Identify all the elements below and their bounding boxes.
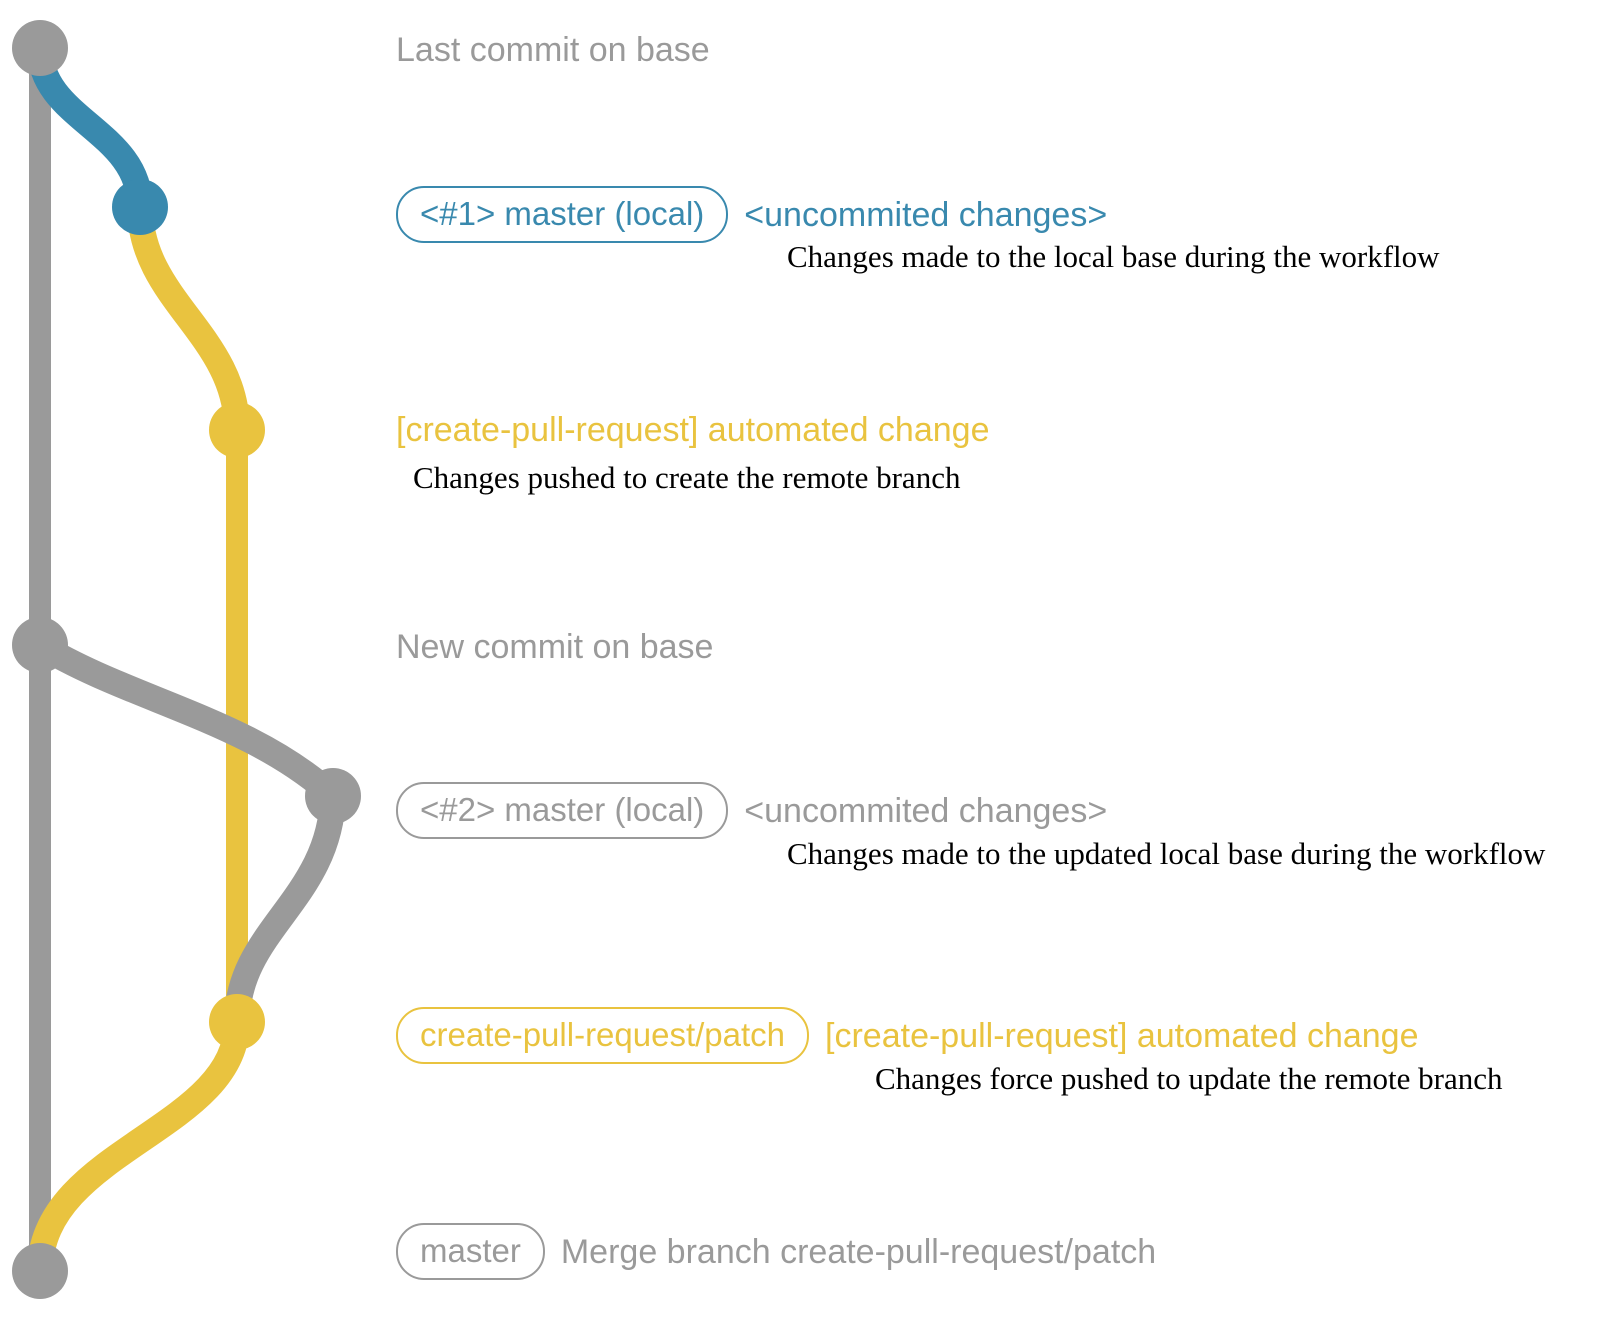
note-patch-1: Changes pushed to create the remote bran…	[413, 460, 961, 495]
edge-base-new-to-local-2	[27, 632, 346, 809]
commit-node-base-merge[interactable]	[12, 1243, 68, 1299]
commit-subject-base-last: Last commit on base	[396, 31, 710, 69]
headline: master Merge branch create-pull-request/…	[396, 1223, 1156, 1280]
headline: [create-pull-request] automated change	[396, 413, 989, 447]
note-local-1: Changes made to the local base during th…	[787, 239, 1440, 274]
headline: <#1> master (local) <uncommited changes>	[396, 186, 1107, 243]
edge-patch-2-to-merge	[27, 1009, 250, 1284]
commit-node-patch-1[interactable]	[209, 402, 265, 458]
row-local-2: <#2> master (local) <uncommited changes>	[396, 782, 1107, 839]
ref-pill-master-local-1[interactable]: <#1> master (local)	[396, 186, 729, 243]
edge-local-1-to-patch-1	[127, 194, 250, 443]
commit-node-local-1[interactable]	[112, 179, 168, 235]
row-new-commit-on-base: New commit on base	[396, 630, 713, 664]
note-patch-2: Changes force pushed to update the remot…	[875, 1061, 1503, 1096]
headline: create-pull-request/patch [create-pull-r…	[396, 1007, 1419, 1064]
commit-subject-patch-2: [create-pull-request] automated change	[825, 1016, 1419, 1055]
ref-pill-master[interactable]: master	[396, 1223, 545, 1280]
commit-node-base-new[interactable]	[12, 617, 68, 673]
headline: <#2> master (local) <uncommited changes>	[396, 782, 1107, 839]
commit-node-base-last[interactable]	[12, 20, 68, 76]
commit-subject-merge: Merge branch create-pull-request/patch	[560, 1232, 1157, 1271]
commit-subject-patch-1: [create-pull-request] automated change	[396, 411, 990, 449]
commit-subject-local-1: <uncommited changes>	[744, 195, 1108, 234]
row-patch-1: [create-pull-request] automated change	[396, 413, 989, 447]
row-merge: master Merge branch create-pull-request/…	[396, 1223, 1156, 1280]
edge-local-2-to-patch-2	[224, 783, 346, 1035]
row-patch-2: create-pull-request/patch [create-pull-r…	[396, 1007, 1419, 1064]
ref-pill-create-pull-request-patch[interactable]: create-pull-request/patch	[396, 1007, 810, 1064]
note-local-2: Changes made to the updated local base d…	[787, 836, 1546, 871]
commit-subject-base-new: New commit on base	[396, 628, 714, 666]
ref-pill-master-local-2[interactable]: <#2> master (local)	[396, 782, 729, 839]
row-local-1: <#1> master (local) <uncommited changes>	[396, 186, 1107, 243]
commit-subject-local-2: <uncommited changes>	[744, 791, 1108, 830]
commit-node-local-2[interactable]	[305, 768, 361, 824]
headline: New commit on base	[396, 630, 713, 664]
headline: Last commit on base	[396, 33, 710, 67]
commit-node-patch-2[interactable]	[209, 994, 265, 1050]
row-last-commit-on-base: Last commit on base	[396, 33, 710, 67]
